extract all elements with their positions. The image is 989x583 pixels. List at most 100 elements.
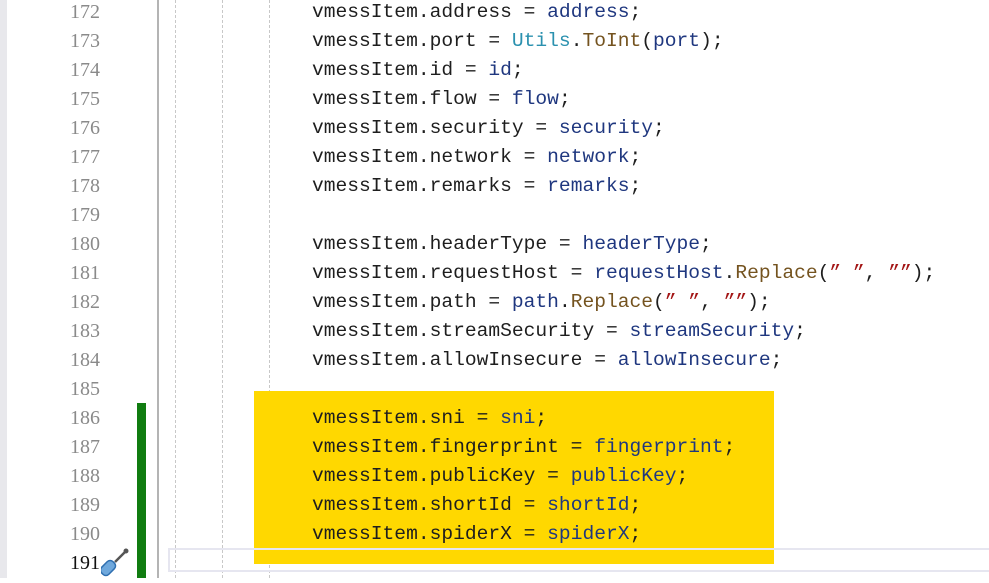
- code-line[interactable]: 191: [0, 549, 989, 578]
- token-plain: ;: [629, 146, 642, 168]
- code-line[interactable]: 190 vmessItem.spiderX = spiderX;: [0, 520, 989, 549]
- line-number: 179: [70, 204, 100, 226]
- code-text: vmessItem.headerType = headerType;: [312, 230, 712, 259]
- token-plain: ;: [629, 494, 642, 516]
- code-line[interactable]: 175 vmessItem.flow = flow;: [0, 85, 989, 114]
- token-meth: Replace: [735, 262, 818, 284]
- code-line[interactable]: 172 vmessItem.address = address;: [0, 0, 989, 27]
- token-plain: ;: [629, 1, 642, 23]
- token-plain: vmessItem.id =: [312, 59, 489, 81]
- code-text: vmessItem.remarks = remarks;: [312, 172, 641, 201]
- token-plain: ;: [794, 320, 806, 342]
- token-plain: (: [653, 291, 665, 313]
- token-str: ””: [723, 291, 748, 313]
- code-text: vmessItem.streamSecurity = streamSecurit…: [312, 317, 806, 346]
- token-plain: );: [747, 291, 771, 313]
- token-plain: ;: [700, 233, 712, 255]
- token-plain: vmessItem.flow =: [312, 88, 512, 110]
- token-plain: vmessItem.path =: [312, 291, 512, 313]
- code-line[interactable]: 185: [0, 375, 989, 404]
- token-plain: vmessItem.streamSecurity =: [312, 320, 630, 342]
- code-text: vmessItem.fingerprint = fingerprint;: [312, 433, 735, 462]
- token-str: ” ”: [829, 262, 865, 284]
- code-text: vmessItem.security = security;: [312, 114, 665, 143]
- token-plain: (: [817, 262, 830, 284]
- line-number: 173: [70, 30, 100, 52]
- code-line[interactable]: 180 vmessItem.headerType = headerType;: [0, 230, 989, 259]
- token-plain: vmessItem.requestHost =: [312, 262, 595, 284]
- line-number: 188: [70, 465, 100, 487]
- line-number: 178: [70, 175, 100, 197]
- token-str: ””: [888, 262, 912, 284]
- line-number: 184: [70, 349, 100, 371]
- token-var: network: [547, 146, 630, 168]
- code-text: vmessItem.sni = sni;: [312, 404, 547, 433]
- token-var: address: [547, 1, 630, 23]
- quick-actions-screwdriver-icon[interactable]: [99, 546, 131, 583]
- token-plain: vmessItem.publicKey =: [312, 465, 571, 487]
- token-var: allowInsecure: [617, 349, 771, 371]
- line-number: 183: [70, 320, 100, 342]
- token-plain: vmessItem.allowInsecure =: [312, 349, 618, 371]
- gutter-separator: [157, 0, 159, 578]
- token-plain: vmessItem.headerType =: [312, 233, 583, 255]
- code-line[interactable]: 184 vmessItem.allowInsecure = allowInsecu…: [0, 346, 989, 375]
- selection-highlight: [254, 391, 774, 564]
- token-plain: (: [641, 30, 654, 52]
- current-line-indicator: [168, 548, 989, 572]
- code-text: vmessItem.allowInsecure = allowInsecure;: [312, 346, 782, 375]
- token-plain: ;: [653, 117, 665, 139]
- code-line[interactable]: 183 vmessItem.streamSecurity = streamSecu…: [0, 317, 989, 346]
- token-var: id: [488, 59, 512, 81]
- indent-guide: [175, 0, 176, 578]
- line-number: 191: [70, 552, 100, 574]
- token-plain: vmessItem.sni =: [312, 407, 501, 429]
- code-text: vmessItem.publicKey = publicKey;: [312, 462, 688, 491]
- token-meth: ToInt: [582, 30, 642, 52]
- token-var: flow: [511, 88, 559, 110]
- indent-guide: [269, 0, 270, 578]
- code-line[interactable]: 179: [0, 201, 989, 230]
- token-var: headerType: [582, 233, 701, 255]
- token-plain: ;: [629, 523, 642, 545]
- token-plain: ;: [770, 349, 783, 371]
- token-type: Utils: [511, 30, 571, 52]
- token-plain: ,: [700, 291, 724, 313]
- token-plain: vmessItem.spiderX =: [312, 523, 548, 545]
- token-str: ” ”: [664, 291, 701, 313]
- token-plain: );: [700, 30, 724, 52]
- token-var: security: [558, 117, 653, 139]
- token-var: path: [511, 291, 559, 313]
- line-number: 190: [70, 523, 100, 545]
- code-line[interactable]: 188 vmessItem.publicKey = publicKey;: [0, 462, 989, 491]
- token-plain: vmessItem.remarks =: [312, 175, 548, 197]
- token-var: publicKey: [570, 465, 677, 487]
- token-var: spiderX: [547, 523, 630, 545]
- token-plain: vmessItem.network =: [312, 146, 548, 168]
- line-number: 176: [70, 117, 100, 139]
- line-number: 189: [70, 494, 100, 516]
- token-plain: vmessItem.shortId =: [312, 494, 548, 516]
- code-text: vmessItem.spiderX = spiderX;: [312, 520, 641, 549]
- token-plain: ;: [558, 88, 571, 110]
- token-plain: ;: [723, 436, 736, 458]
- code-line[interactable]: 176 vmessItem.security = security;: [0, 114, 989, 143]
- token-plain: ;: [629, 175, 642, 197]
- line-number: 172: [70, 1, 100, 23]
- line-number: 180: [70, 233, 100, 255]
- token-var: streamSecurity: [629, 320, 795, 342]
- token-meth: Replace: [570, 291, 654, 313]
- token-plain: vmessItem.address =: [312, 1, 548, 23]
- token-var: port: [653, 30, 701, 52]
- code-line[interactable]: 178 vmessItem.remarks = remarks;: [0, 172, 989, 201]
- code-text: vmessItem.address = address;: [312, 0, 641, 27]
- line-number: 175: [70, 88, 100, 110]
